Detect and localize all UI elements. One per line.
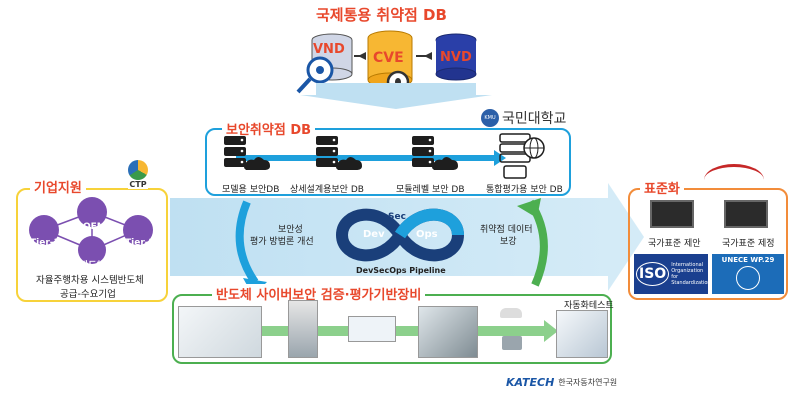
standard-box [628, 188, 788, 300]
auto-test-label: 자동화테스트 [564, 301, 614, 311]
server-cloud-icons [224, 133, 545, 179]
iso-text: ISO [636, 262, 670, 286]
kasa-logo [704, 164, 764, 180]
ctp-logo-icon [128, 160, 148, 180]
sec-db-item-2: 상세설계용보안 DB [290, 185, 364, 195]
standard-item-1: 국가표준 제안 [648, 239, 701, 249]
iso-caption-3: Standardization [671, 280, 711, 286]
thumb-test-bench [418, 306, 478, 358]
company-caption-1: 자율주행차용 시스템반도체 [36, 275, 144, 286]
kmu-logo: KMU 국민대학교 [478, 108, 570, 128]
left-label-1: 보안성 [278, 225, 303, 235]
right-label-2: 보강 [500, 237, 517, 247]
katech-logo-text: KATECH [506, 376, 555, 389]
katech-logo: KATECH 한국자동차연구원 [506, 376, 617, 389]
iso-caption-2: Organization for [671, 268, 704, 280]
sec-db-item-1: 모델용 보안DB [222, 185, 280, 195]
iso-caption-1: International [671, 262, 704, 268]
thumb-equipment-rack [288, 300, 318, 358]
iso-caption: International Organization for Standardi… [671, 262, 710, 286]
right-label-1: 취약점 데이터 [480, 225, 533, 235]
kmu-logo-text: 국민대학교 [502, 111, 567, 127]
chip-icon [502, 336, 522, 350]
verify-title: 반도체 사이버보안 검증·평가기반장비 [212, 284, 426, 303]
security-db-box [205, 128, 571, 196]
unece-text: UNECE WP.29 [721, 256, 775, 264]
security-db-title: 보안취약점 DB [222, 119, 316, 138]
cve-label: CVE [373, 50, 404, 66]
company-box [16, 188, 168, 302]
node-semiconductor: 반도체 [80, 261, 105, 271]
company-title: 기업지원 [30, 177, 86, 196]
iso-logo: ISO International Organization for Stand… [634, 254, 711, 294]
sec-db-item-3: 모듈레벨 보안 DB [396, 185, 465, 195]
ops-label: Ops [416, 229, 438, 240]
un-emblem-icon [736, 266, 760, 290]
top-db-title: 국제통용 취약점 DB [316, 6, 447, 24]
left-label-2: 평가 방법론 개선 [250, 237, 314, 247]
node-oem: OEM [83, 222, 106, 232]
katech-org-name: 한국자동차연구원 [558, 378, 618, 387]
nvd-database-icon [435, 33, 477, 81]
kmu-badge-icon: KMU [481, 109, 499, 127]
thumb-v-model [348, 316, 396, 342]
thumb-auto-test-screens [556, 310, 608, 358]
thumb-software-diagram [178, 306, 262, 358]
standard-item-2: 국가표준 제정 [722, 239, 775, 249]
vnd-label: VND [313, 42, 345, 57]
devsecops-infinity-icon [336, 208, 464, 262]
down-arrow-top [316, 83, 476, 95]
node-tier2: Tier-2 [125, 238, 155, 248]
node-tier1: Tier-1 [30, 238, 60, 248]
magnifier-icon [296, 56, 334, 94]
sec-label: Sec [388, 212, 406, 222]
unece-logo: UNECE WP.29 [712, 254, 784, 294]
ctp-logo-text: CTP [128, 180, 148, 189]
terminal-icon-1 [650, 200, 694, 228]
nvd-label: NVD [440, 50, 472, 65]
company-network [29, 197, 153, 264]
dev-label: Dev [363, 229, 385, 240]
terminal-icon-2 [724, 200, 768, 228]
standard-title: 표준화 [640, 178, 684, 197]
curved-arrows [235, 198, 548, 296]
ctp-logo: CTP [128, 160, 148, 189]
pipeline-label: DevSecOps Pipeline [356, 266, 446, 275]
sec-db-item-4: 통합평가용 보안 DB [486, 185, 563, 195]
company-caption-2: 공급-수요기업 [60, 289, 116, 300]
db-flow-arrow [236, 155, 496, 161]
car-icon [500, 308, 522, 318]
